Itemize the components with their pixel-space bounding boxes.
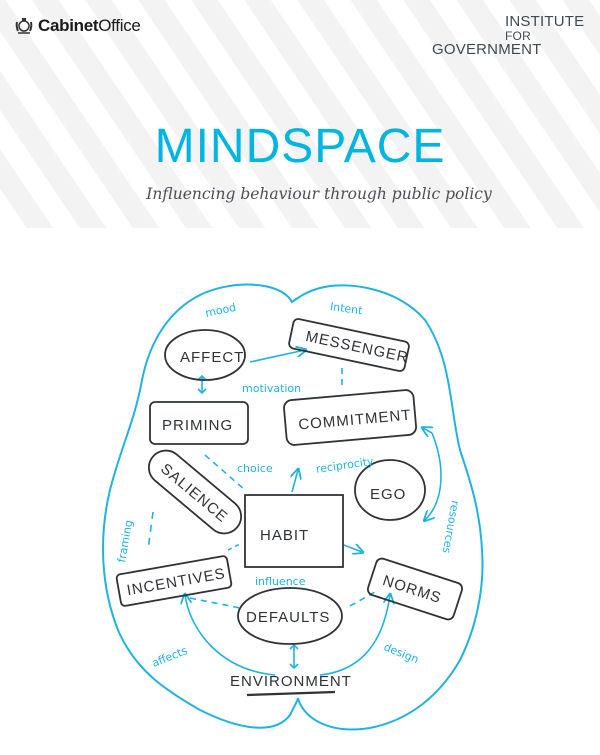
ifg-line-3: GOVERNMENT xyxy=(432,41,542,58)
link-design: design xyxy=(382,640,421,666)
defaults-node-shape xyxy=(237,587,343,645)
node-messenger: MESSENGER xyxy=(304,328,410,366)
link-choice: choice xyxy=(237,462,273,475)
cover-header: CabinetOffice INSTITUTE FOR GOVERNMENT M… xyxy=(0,0,600,228)
link-motivation: motivation xyxy=(242,382,301,395)
priming-node-shape xyxy=(149,401,249,445)
salience-node-shape xyxy=(147,449,243,535)
incentives-node-shape xyxy=(115,555,233,607)
ego-node-shape xyxy=(354,459,426,521)
node-priming: PRIMING xyxy=(162,417,233,434)
link-resources: resources xyxy=(440,499,462,554)
node-affect: AFFECT xyxy=(180,349,244,366)
commitment-node-shape xyxy=(283,389,417,446)
cabinet-word: Cabinet xyxy=(38,16,99,35)
royal-crest-icon xyxy=(15,18,33,34)
brain-diagram-svg: AFFECT MESSENGER PRIMING COMMITMENT SALI… xyxy=(102,283,484,731)
document-title: MINDSPACE xyxy=(154,120,446,173)
node-defaults: DEFAULTS xyxy=(246,609,330,626)
link-intent: Intent xyxy=(329,300,364,318)
ifg-line-1: INSTITUTE xyxy=(505,13,585,30)
node-habit: HABIT xyxy=(260,527,309,544)
node-environment: ENVIRONMENT xyxy=(230,673,352,690)
node-commitment: COMMITMENT xyxy=(298,407,412,434)
environment-underline xyxy=(246,690,336,697)
cabinet-office-wordmark: CabinetOffice xyxy=(38,16,141,36)
brain-outline xyxy=(102,283,484,731)
node-ego: EGO xyxy=(370,486,406,503)
link-framing: framing xyxy=(115,519,135,563)
affect-node-shape xyxy=(164,329,246,381)
node-norms: NORMS xyxy=(381,572,444,607)
link-influence: influence xyxy=(255,575,306,588)
mindspace-brain-diagram: AFFECT MESSENGER PRIMING COMMITMENT SALI… xyxy=(80,250,520,750)
institute-for-government-logo: INSTITUTE FOR GOVERNMENT xyxy=(432,13,585,58)
norms-node-shape xyxy=(366,557,464,621)
document-subtitle: Influencing behaviour through public pol… xyxy=(146,185,492,203)
link-reciprocity: reciprocity xyxy=(315,455,375,476)
habit-node-shape xyxy=(244,494,344,568)
link-affects: affects xyxy=(150,644,190,670)
link-mood: mood xyxy=(204,301,237,320)
messenger-node-shape xyxy=(288,318,410,372)
cabinet-office-logo: CabinetOffice xyxy=(14,16,141,36)
ifg-line-2: FOR xyxy=(505,29,531,43)
office-word: Office xyxy=(98,16,141,35)
